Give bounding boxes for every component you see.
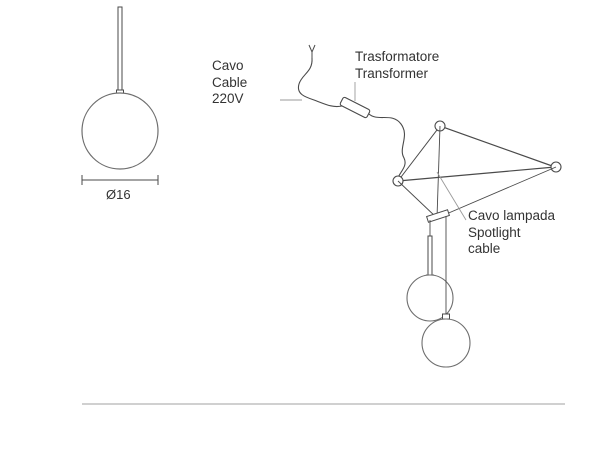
suspension-frame (392, 120, 562, 187)
spreader-bar (425, 209, 451, 223)
diameter-label: Ø16 (106, 187, 131, 202)
spotlight-label-line-3: cable (468, 241, 501, 256)
globe-1-stem (427, 235, 433, 277)
support-wire-right (436, 166, 557, 219)
low-voltage-cable (368, 113, 406, 179)
globe-1 (406, 274, 454, 322)
single-pendant-lamp (81, 6, 159, 185)
transformer-label-line-2: Transformer (355, 65, 429, 81)
spotlight-label-line-1: Cavo lampada (468, 208, 556, 223)
spotlight-assembly (397, 125, 557, 368)
plug-icon (308, 44, 316, 58)
frame-bar-bottom (397, 166, 556, 182)
spotlight-label-line-2: Spotlight (468, 224, 521, 240)
frame-bar-top (439, 125, 556, 168)
pendant-globe (81, 92, 159, 170)
spotlight-cable-label: Cavo lampada Spotlight cable (468, 208, 555, 258)
frame-bar-left (397, 125, 441, 182)
transformer-box (339, 96, 371, 119)
cable-label-line-1: Cavo (212, 58, 244, 73)
power-cable (297, 57, 343, 108)
cable-label: Cavo Cable 220V (212, 58, 247, 108)
cable-label-line-3: 220V (212, 91, 244, 106)
transformer-label-line-1: Trasformatore (355, 49, 440, 64)
globe-2 (421, 318, 471, 368)
power-cable-assembly (280, 44, 406, 179)
support-wire-left (397, 180, 438, 219)
spotlight-leader-line (436, 171, 467, 221)
cable-label-line-2: Cable (212, 74, 248, 90)
support-wire-center (436, 125, 441, 219)
pendant-stem (117, 6, 123, 92)
globe-2-collar (442, 313, 450, 320)
transformer-label: Trasformatore Transformer (355, 49, 439, 82)
